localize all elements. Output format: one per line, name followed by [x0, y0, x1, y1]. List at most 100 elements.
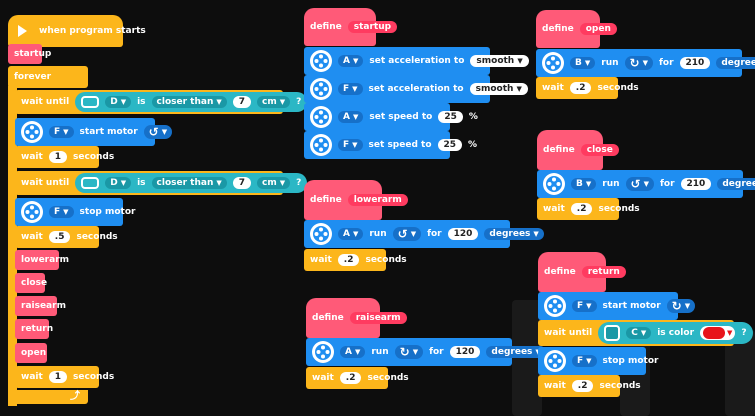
wait-until-block-2[interactable]: wait until D▼ is closer than▼ 7 cm▼ ? [15, 171, 308, 195]
port-dropdown-a[interactable]: A▼ [338, 55, 364, 67]
speed-value-input[interactable]: 25 [438, 111, 463, 123]
port-dropdown-c[interactable]: C▼ [626, 327, 652, 339]
amount-input[interactable]: 120 [449, 346, 481, 358]
port-dropdown-f[interactable]: F▼ [572, 355, 597, 367]
set-speed-block-a[interactable]: A▼ set speed to 25 % [304, 103, 478, 131]
define-raisearm-block[interactable]: define raisearm [306, 298, 407, 338]
speed-value-input[interactable]: 25 [437, 139, 463, 151]
function-name[interactable]: lowerarm [347, 194, 408, 206]
amount-input[interactable]: 210 [680, 178, 712, 190]
port-dropdown-f[interactable]: F▼ [338, 83, 363, 95]
unit-dropdown[interactable]: degrees▼ [486, 346, 546, 358]
define-close-block[interactable]: define close [537, 130, 619, 170]
comparison-dropdown[interactable]: closer than▼ [151, 177, 227, 189]
wait-block-raisearm[interactable]: wait .2 seconds [306, 367, 409, 389]
unit-dropdown[interactable]: cm▼ [257, 96, 291, 108]
run-motor-block-open[interactable]: B▼ run ↻▼ for 210 degrees▼ [536, 49, 755, 77]
wait-block-1[interactable]: wait 1 seconds [15, 146, 114, 168]
wait-block-open[interactable]: wait .2 seconds [536, 77, 639, 99]
define-label: define [542, 24, 574, 34]
wait-value-input[interactable]: .2 [570, 203, 593, 215]
raisearm-call-block[interactable]: raisearm [15, 296, 66, 316]
wait-block-return[interactable]: wait .2 seconds [538, 375, 641, 397]
function-name[interactable]: open [579, 23, 617, 35]
port-dropdown-f[interactable]: F▼ [49, 126, 74, 138]
port-dropdown-f[interactable]: F▼ [338, 139, 363, 151]
direction-dropdown[interactable]: ↺▼ [625, 177, 654, 191]
port-dropdown-a[interactable]: A▼ [338, 111, 364, 123]
wait-block-3[interactable]: wait 1 seconds [15, 366, 114, 388]
wait-value-input[interactable]: .2 [339, 372, 362, 384]
direction-dropdown[interactable]: ↺▼ [143, 125, 173, 139]
start-motor-block-1[interactable]: F▼ start motor ↺▼ [15, 118, 173, 146]
direction-dropdown[interactable]: ↻▼ [624, 56, 653, 70]
port-dropdown-d[interactable]: D▼ [105, 177, 132, 189]
start-motor-block-return[interactable]: F▼ start motor ↻▼ [538, 292, 696, 320]
forever-label: forever [14, 72, 52, 82]
help-icon[interactable]: ? [296, 97, 302, 107]
close-call-block[interactable]: close [15, 273, 47, 293]
define-lowerarm-block[interactable]: define lowerarm [304, 180, 408, 220]
wait-value-input[interactable]: .2 [571, 380, 594, 392]
direction-dropdown[interactable]: ↺▼ [392, 227, 422, 241]
amount-input[interactable]: 120 [447, 228, 479, 240]
unit-dropdown[interactable]: degrees▼ [717, 178, 755, 190]
wait-block-2[interactable]: wait .5 seconds [15, 226, 118, 248]
unit-dropdown[interactable]: degrees▼ [716, 57, 755, 69]
lowerarm-call-block[interactable]: lowerarm [15, 250, 69, 270]
port-dropdown-a[interactable]: A▼ [338, 228, 364, 240]
set-acceleration-block-f[interactable]: F▼ set acceleration to smooth ▼ [304, 75, 528, 103]
port-dropdown-d[interactable]: D▼ [105, 96, 132, 108]
wait-block-lowerarm[interactable]: wait .2 seconds [304, 249, 407, 271]
direction-dropdown[interactable]: ↻▼ [666, 299, 696, 313]
port-dropdown-f[interactable]: F▼ [572, 300, 597, 312]
unit-dropdown[interactable]: degrees▼ [484, 228, 544, 240]
wait-until-block-return[interactable]: wait until C▼ is color ▼ ? [538, 320, 753, 346]
unit-dropdown[interactable]: cm▼ [257, 177, 291, 189]
wait-value-input[interactable]: 1 [48, 151, 68, 163]
distance-condition-2[interactable]: D▼ is closer than▼ 7 cm▼ ? [75, 173, 308, 193]
port-dropdown-a[interactable]: A▼ [340, 346, 366, 358]
wait-value-input[interactable]: .2 [569, 82, 592, 94]
help-icon[interactable]: ? [296, 178, 302, 188]
wait-until-block-1[interactable]: wait until D▼ is closer than▼ 7 cm▼ ? [15, 90, 308, 114]
color-swatch-dropdown[interactable]: ▼ [700, 326, 736, 340]
distance-value-input[interactable]: 7 [232, 96, 252, 108]
set-speed-block-f[interactable]: F▼ set speed to 25 % [304, 131, 477, 159]
acceleration-dropdown[interactable]: smooth ▼ [469, 83, 528, 95]
help-icon[interactable]: ? [741, 328, 747, 338]
amount-input[interactable]: 210 [679, 57, 711, 69]
distance-condition-1[interactable]: D▼ is closer than▼ 7 cm▼ ? [75, 92, 308, 112]
distance-value-input[interactable]: 7 [232, 177, 252, 189]
stop-motor-block-return[interactable]: F▼ stop motor [538, 347, 658, 375]
define-open-block[interactable]: define open [536, 10, 617, 48]
comparison-dropdown[interactable]: closer than▼ [151, 96, 227, 108]
function-name[interactable]: return [581, 266, 626, 278]
run-motor-block-lowerarm[interactable]: A▼ run ↺▼ for 120 degrees▼ [304, 220, 544, 248]
wait-block-close[interactable]: wait .2 seconds [537, 198, 640, 220]
function-name[interactable]: raisearm [349, 312, 407, 324]
define-return-block[interactable]: define return [538, 252, 626, 292]
run-motor-block-close[interactable]: B▼ run ↺▼ for 210 degrees▼ [537, 170, 755, 198]
motor-icon [312, 341, 334, 363]
define-startup-block[interactable]: define startup [304, 8, 398, 46]
startup-call-block[interactable]: startup [8, 44, 51, 64]
acceleration-dropdown[interactable]: smooth ▼ [470, 55, 529, 67]
direction-dropdown[interactable]: ↻▼ [394, 345, 424, 359]
port-dropdown-b[interactable]: B▼ [570, 57, 596, 69]
run-motor-block-raisearm[interactable]: A▼ run ↻▼ for 120 degrees▼ [306, 338, 546, 366]
wait-value-input[interactable]: .5 [48, 231, 71, 243]
return-call-block[interactable]: return [15, 319, 53, 339]
function-name[interactable]: startup [347, 21, 398, 33]
set-acceleration-block-a[interactable]: A▼ set acceleration to smooth ▼ [304, 47, 529, 75]
function-name[interactable]: close [580, 144, 619, 156]
color-condition[interactable]: C▼ is color ▼ ? [598, 322, 753, 344]
open-call-block[interactable]: open [15, 343, 47, 363]
when-program-starts-block[interactable]: when program starts [8, 15, 146, 47]
stop-motor-block-1[interactable]: F▼ stop motor [15, 198, 135, 226]
wait-value-input[interactable]: .2 [337, 254, 360, 266]
port-dropdown-f[interactable]: F▼ [49, 206, 74, 218]
wait-value-input[interactable]: 1 [48, 371, 68, 383]
port-dropdown-b[interactable]: B▼ [571, 178, 597, 190]
forever-block[interactable]: forever [8, 66, 88, 88]
